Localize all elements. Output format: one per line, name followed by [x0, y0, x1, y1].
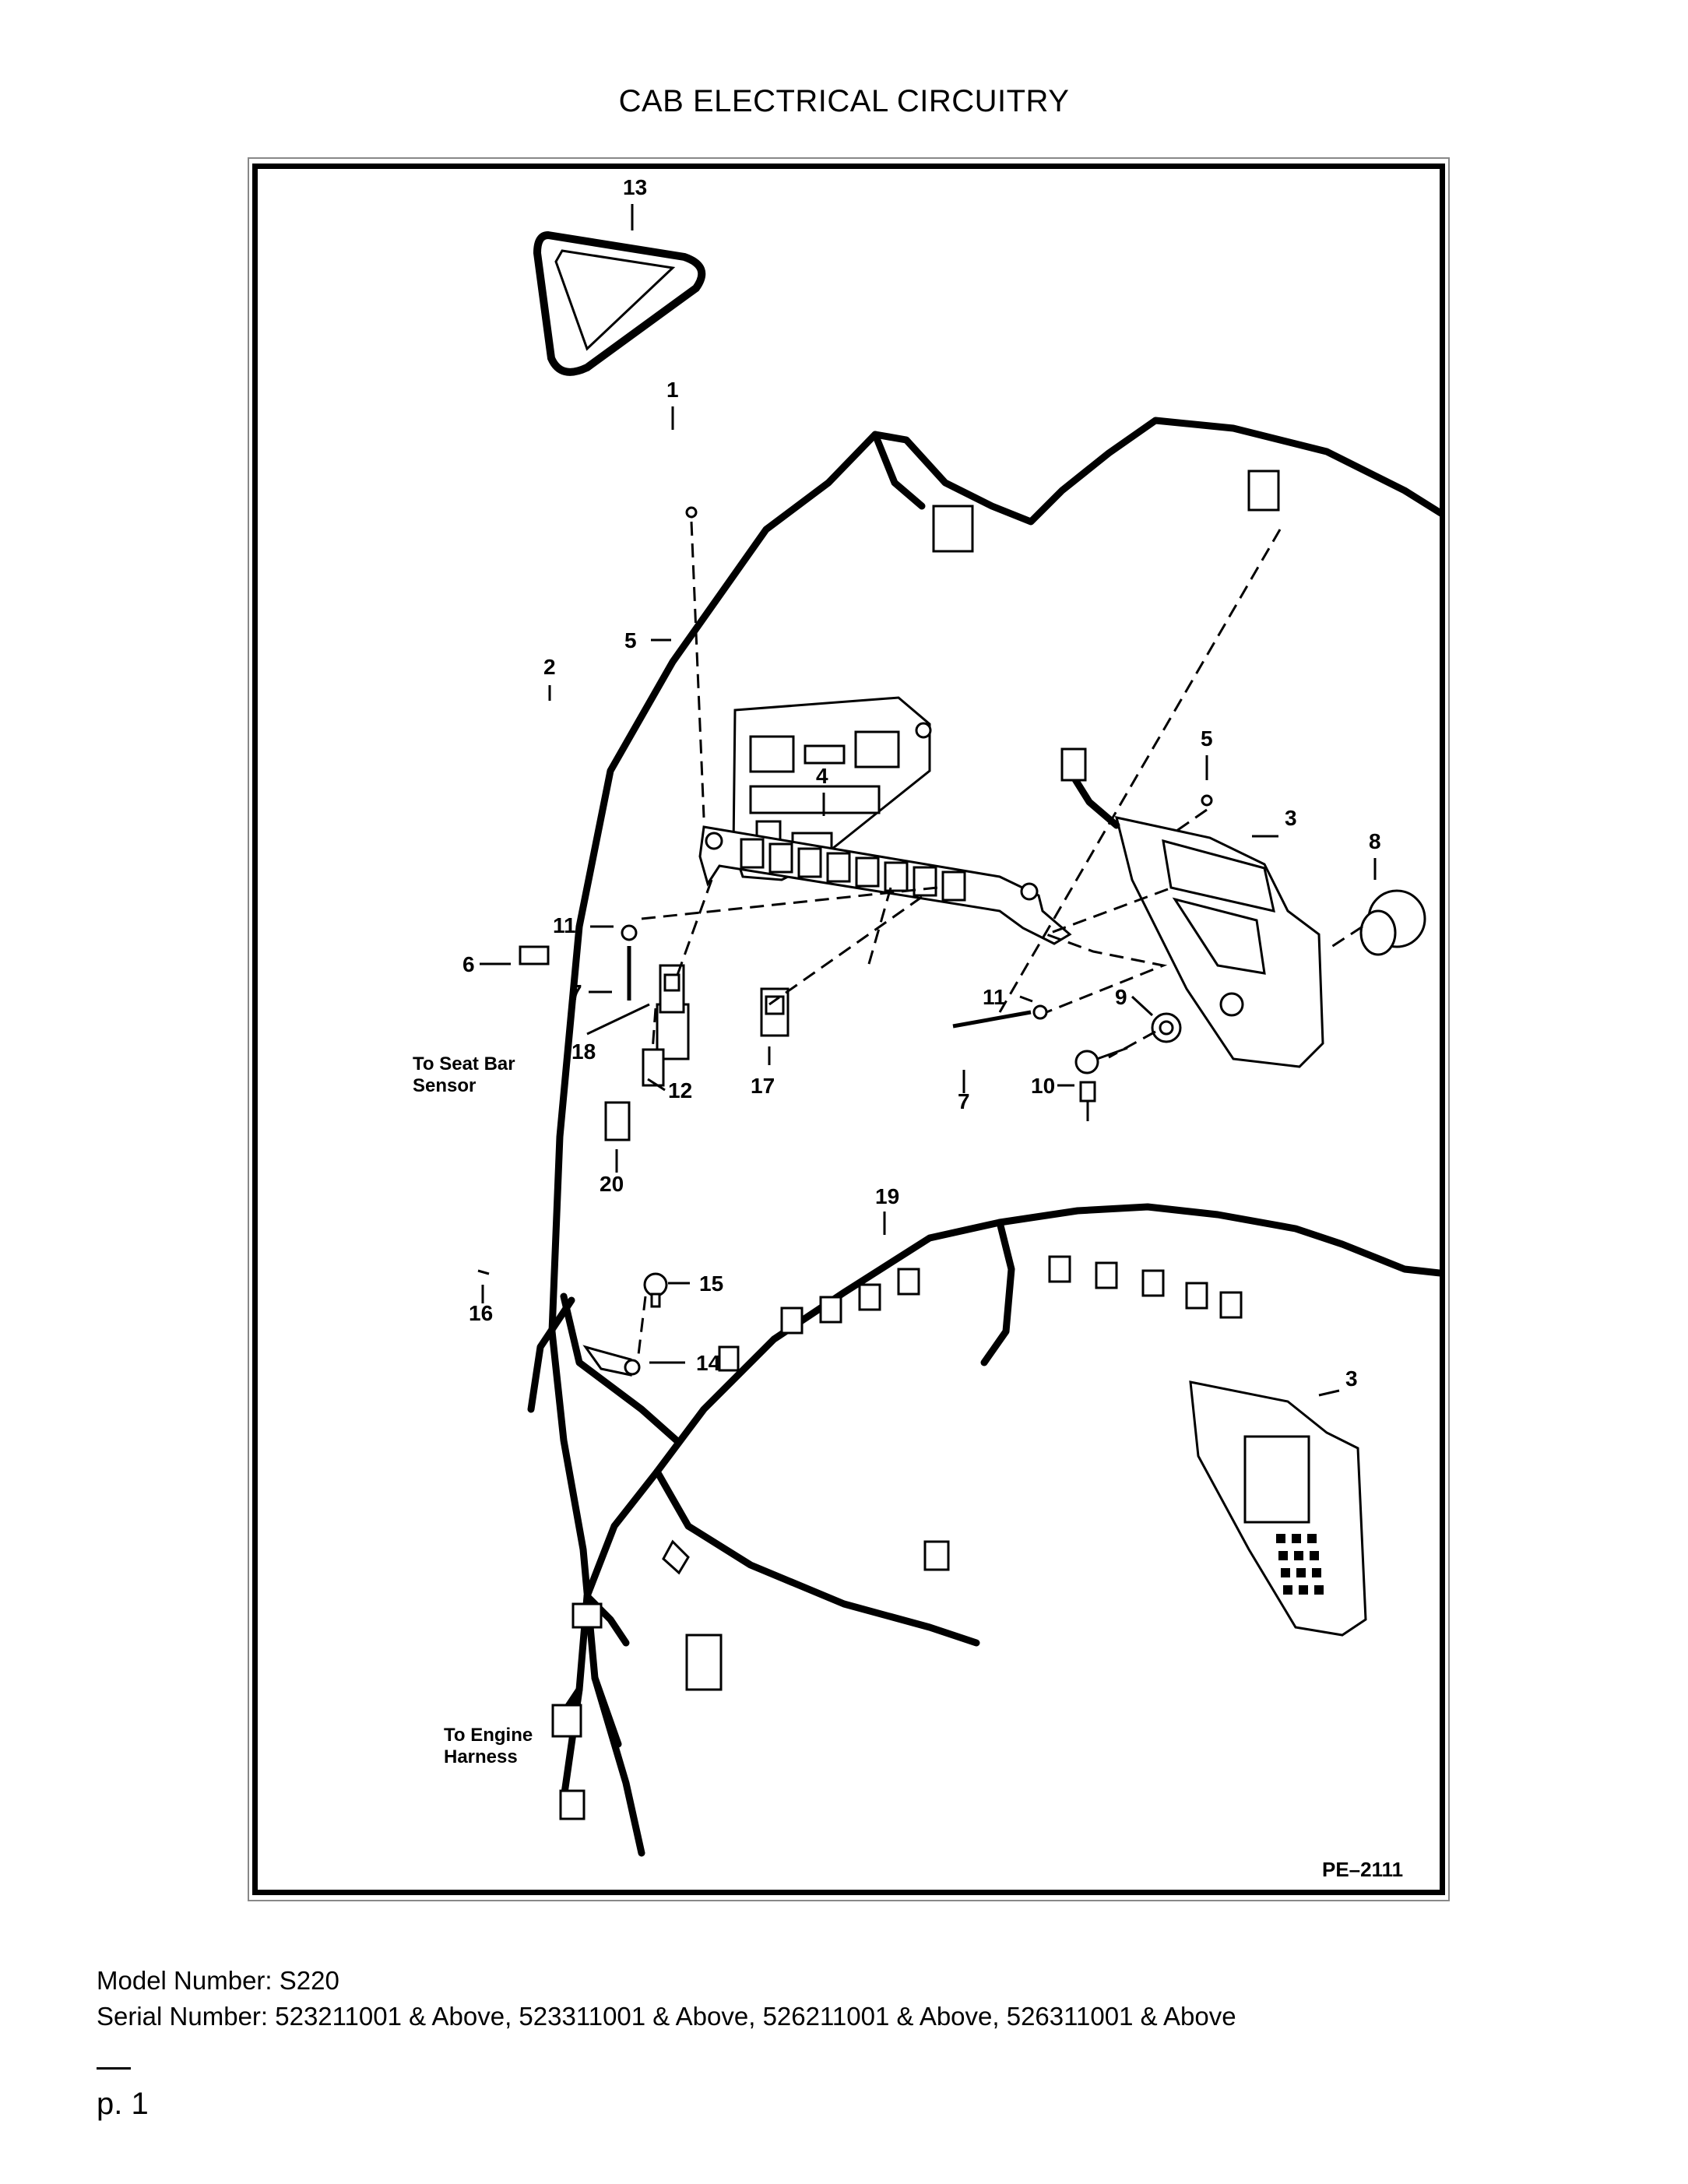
- nut-right: [1032, 1004, 1048, 1020]
- callout-14: 14: [696, 1351, 721, 1375]
- note-engine-harness: To Engine Harness: [444, 1725, 533, 1767]
- long-screw: [952, 1010, 1032, 1029]
- left-switch-panel: [732, 696, 932, 881]
- serial-number: Serial Number: 523211001 & Above, 523311…: [97, 2002, 1236, 2031]
- diagram-frame: [252, 164, 1445, 1895]
- callout-9: 9: [1115, 985, 1127, 1009]
- callout-11: 11: [553, 913, 576, 937]
- callout-18: 18: [571, 1039, 596, 1064]
- rocker-switch-17: [760, 987, 789, 1037]
- gauge-part: [1359, 889, 1426, 956]
- right-instrument-panel: [1114, 816, 1324, 1068]
- cab-electrical-diagram: 13 13 1 5 2 4 5 3 8 11 6 7 11 9 18 12 17…: [413, 175, 1445, 1881]
- keypad-instrument-panel: [1189, 1380, 1367, 1637]
- note-seat-bar: To Seat Bar Sensor: [413, 1053, 515, 1096]
- svg-text:To Engine: To Engine: [444, 1725, 533, 1746]
- page-title: CAB ELECTRICAL CIRCUITRY: [618, 84, 1070, 118]
- callout-1: 1: [666, 378, 679, 402]
- callout-6: 6: [462, 952, 475, 976]
- callout-17: 17: [751, 1074, 775, 1098]
- callout-4: 4: [816, 764, 828, 788]
- callout-7: 7: [570, 980, 582, 1004]
- key-switch: [1074, 1046, 1128, 1121]
- model-number: Model Number: S220: [97, 1966, 339, 1995]
- switch-plug-12: [642, 1048, 665, 1087]
- callout-20: 20: [600, 1172, 624, 1196]
- svg-text:Harness: Harness: [444, 1746, 518, 1767]
- callout-13: 13: [623, 175, 647, 199]
- engine-harness-connector: [685, 1634, 723, 1691]
- callout-3: 3: [1345, 1366, 1358, 1391]
- lower-harness: [551, 1203, 1445, 1820]
- main-cab-harness: [527, 417, 1445, 1857]
- key-switch-nut: [1151, 1012, 1182, 1043]
- figure-id: PE–2111: [1322, 1858, 1403, 1881]
- fuse-part: [519, 945, 550, 965]
- callout-11: 11: [983, 985, 1006, 1009]
- panel-lead-plug: [1060, 747, 1087, 782]
- ground-clip: [662, 1539, 690, 1575]
- callout-10: 10: [1031, 1074, 1055, 1098]
- svg-text:Sensor: Sensor: [413, 1075, 476, 1096]
- screw-top: [685, 506, 698, 519]
- rocker-switch-18: [659, 964, 685, 1014]
- svg-text:To Seat Bar: To Seat Bar: [413, 1053, 515, 1074]
- callout-16: 16: [469, 1301, 493, 1325]
- callout-8: 8: [1369, 829, 1381, 853]
- harness-plug-upper: [932, 505, 974, 553]
- callout-15: 15: [699, 1271, 723, 1296]
- page-number: p. 1: [97, 2087, 149, 2121]
- callout-12: 12: [668, 1078, 692, 1103]
- tie-16: [477, 1269, 490, 1275]
- callout-5: 5: [1201, 726, 1213, 751]
- switch-bracket: [698, 825, 1072, 945]
- diagram-outer-frame: [248, 157, 1450, 1901]
- callout-5: 5: [624, 628, 637, 652]
- callout-19: 19: [875, 1184, 899, 1208]
- bolt-15: [643, 1272, 668, 1308]
- page-rule: [97, 2067, 131, 2070]
- switch-plug-20: [604, 1101, 631, 1141]
- callout-2: 2: [543, 655, 556, 679]
- window-seal-left: [533, 230, 706, 376]
- callouts: 13 13 1 5 2 4 5 3 8 11 6 7 11 9 18 12 17…: [462, 175, 1381, 1397]
- nut-left: [621, 924, 638, 941]
- bracket-14: [582, 1345, 641, 1377]
- callout-3: 3: [1285, 806, 1297, 830]
- callout-7: 7: [958, 1089, 970, 1113]
- harness-plug-right: [1247, 470, 1280, 512]
- assembly-lines: [637, 521, 1363, 1356]
- screw-panel: [1201, 794, 1213, 807]
